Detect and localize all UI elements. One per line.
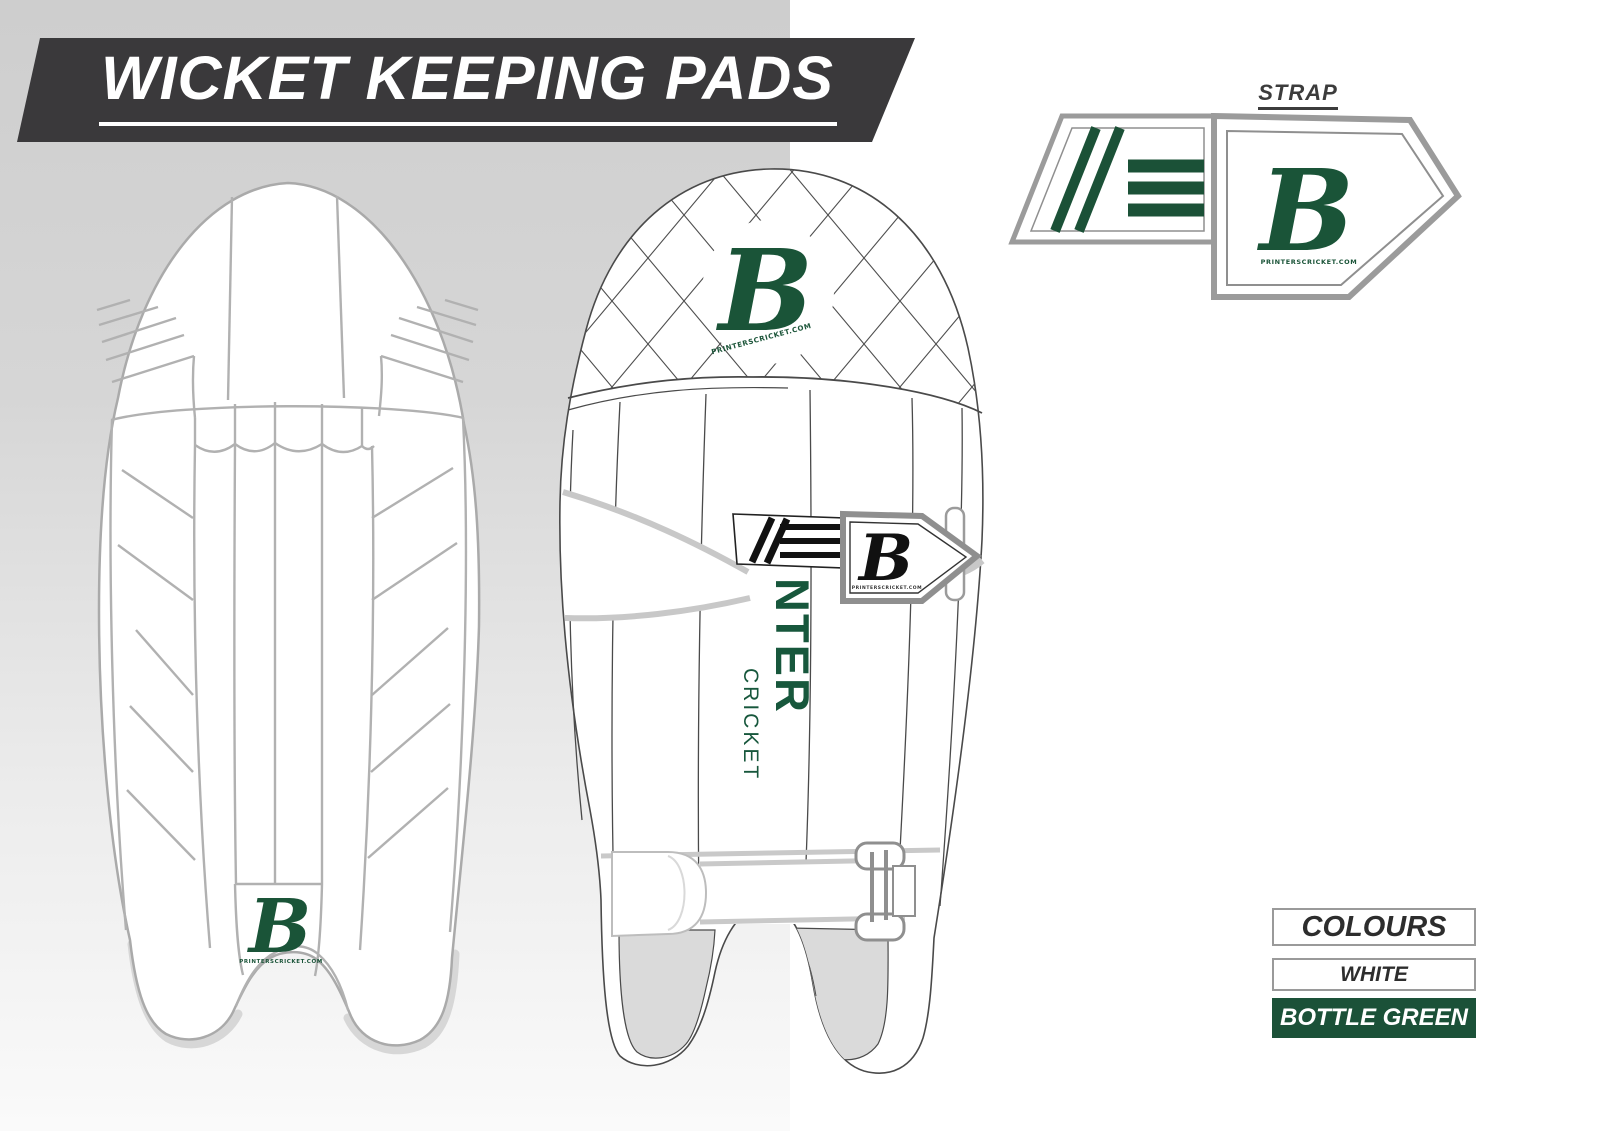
svg-text:PRINTERSCRICKET.COM: PRINTERSCRICKET.COM	[852, 585, 922, 591]
swatch-bottle-green: BOTTLE GREEN	[1272, 998, 1476, 1038]
brand-b-logo: B PRINTERSCRICKET.COM	[239, 884, 323, 970]
colours-header: COLOURS	[1272, 908, 1476, 946]
brand-b-logo: B PRINTERSCRICKET.COM	[711, 226, 814, 357]
brand-b-logo: B PRINTERSCRICKET.COM	[1257, 146, 1358, 277]
colours-legend: COLOURS WHITE BOTTLE GREEN	[1272, 908, 1476, 1038]
swatch-white: WHITE	[1272, 958, 1476, 991]
pad-front-cricket-text: CRICKET	[739, 668, 762, 781]
page-title: WICKET KEEPING PADS	[101, 44, 834, 112]
pad-front-vertical-text: NTER	[766, 578, 819, 714]
strap-section-label: STRAP	[1238, 80, 1358, 110]
svg-text:PRINTERSCRICKET.COM: PRINTERSCRICKET.COM	[239, 959, 323, 965]
pad-front-view-drawing: B PRINTERSCRICKET.COM	[559, 168, 985, 1074]
brand-b-logo: B	[857, 521, 913, 596]
svg-text:PRINTERSCRICKET.COM: PRINTERSCRICKET.COM	[1261, 258, 1358, 266]
strap-detail-drawing: B PRINTERSCRICKET.COM	[1008, 112, 1462, 300]
svg-text:B: B	[1257, 146, 1355, 277]
strap-tag-stripes	[732, 513, 846, 569]
svg-text:B: B	[716, 226, 814, 357]
title-banner: WICKET KEEPING PADS	[17, 38, 915, 142]
bottom-strap	[600, 841, 941, 942]
svg-text:B: B	[247, 884, 312, 970]
title-underline	[98, 122, 837, 126]
strap-tag-label: B PRINTERSCRICKET.COM	[840, 510, 982, 604]
pad-back-view-drawing: B PRINTERSCRICKET.COM	[96, 181, 481, 1055]
